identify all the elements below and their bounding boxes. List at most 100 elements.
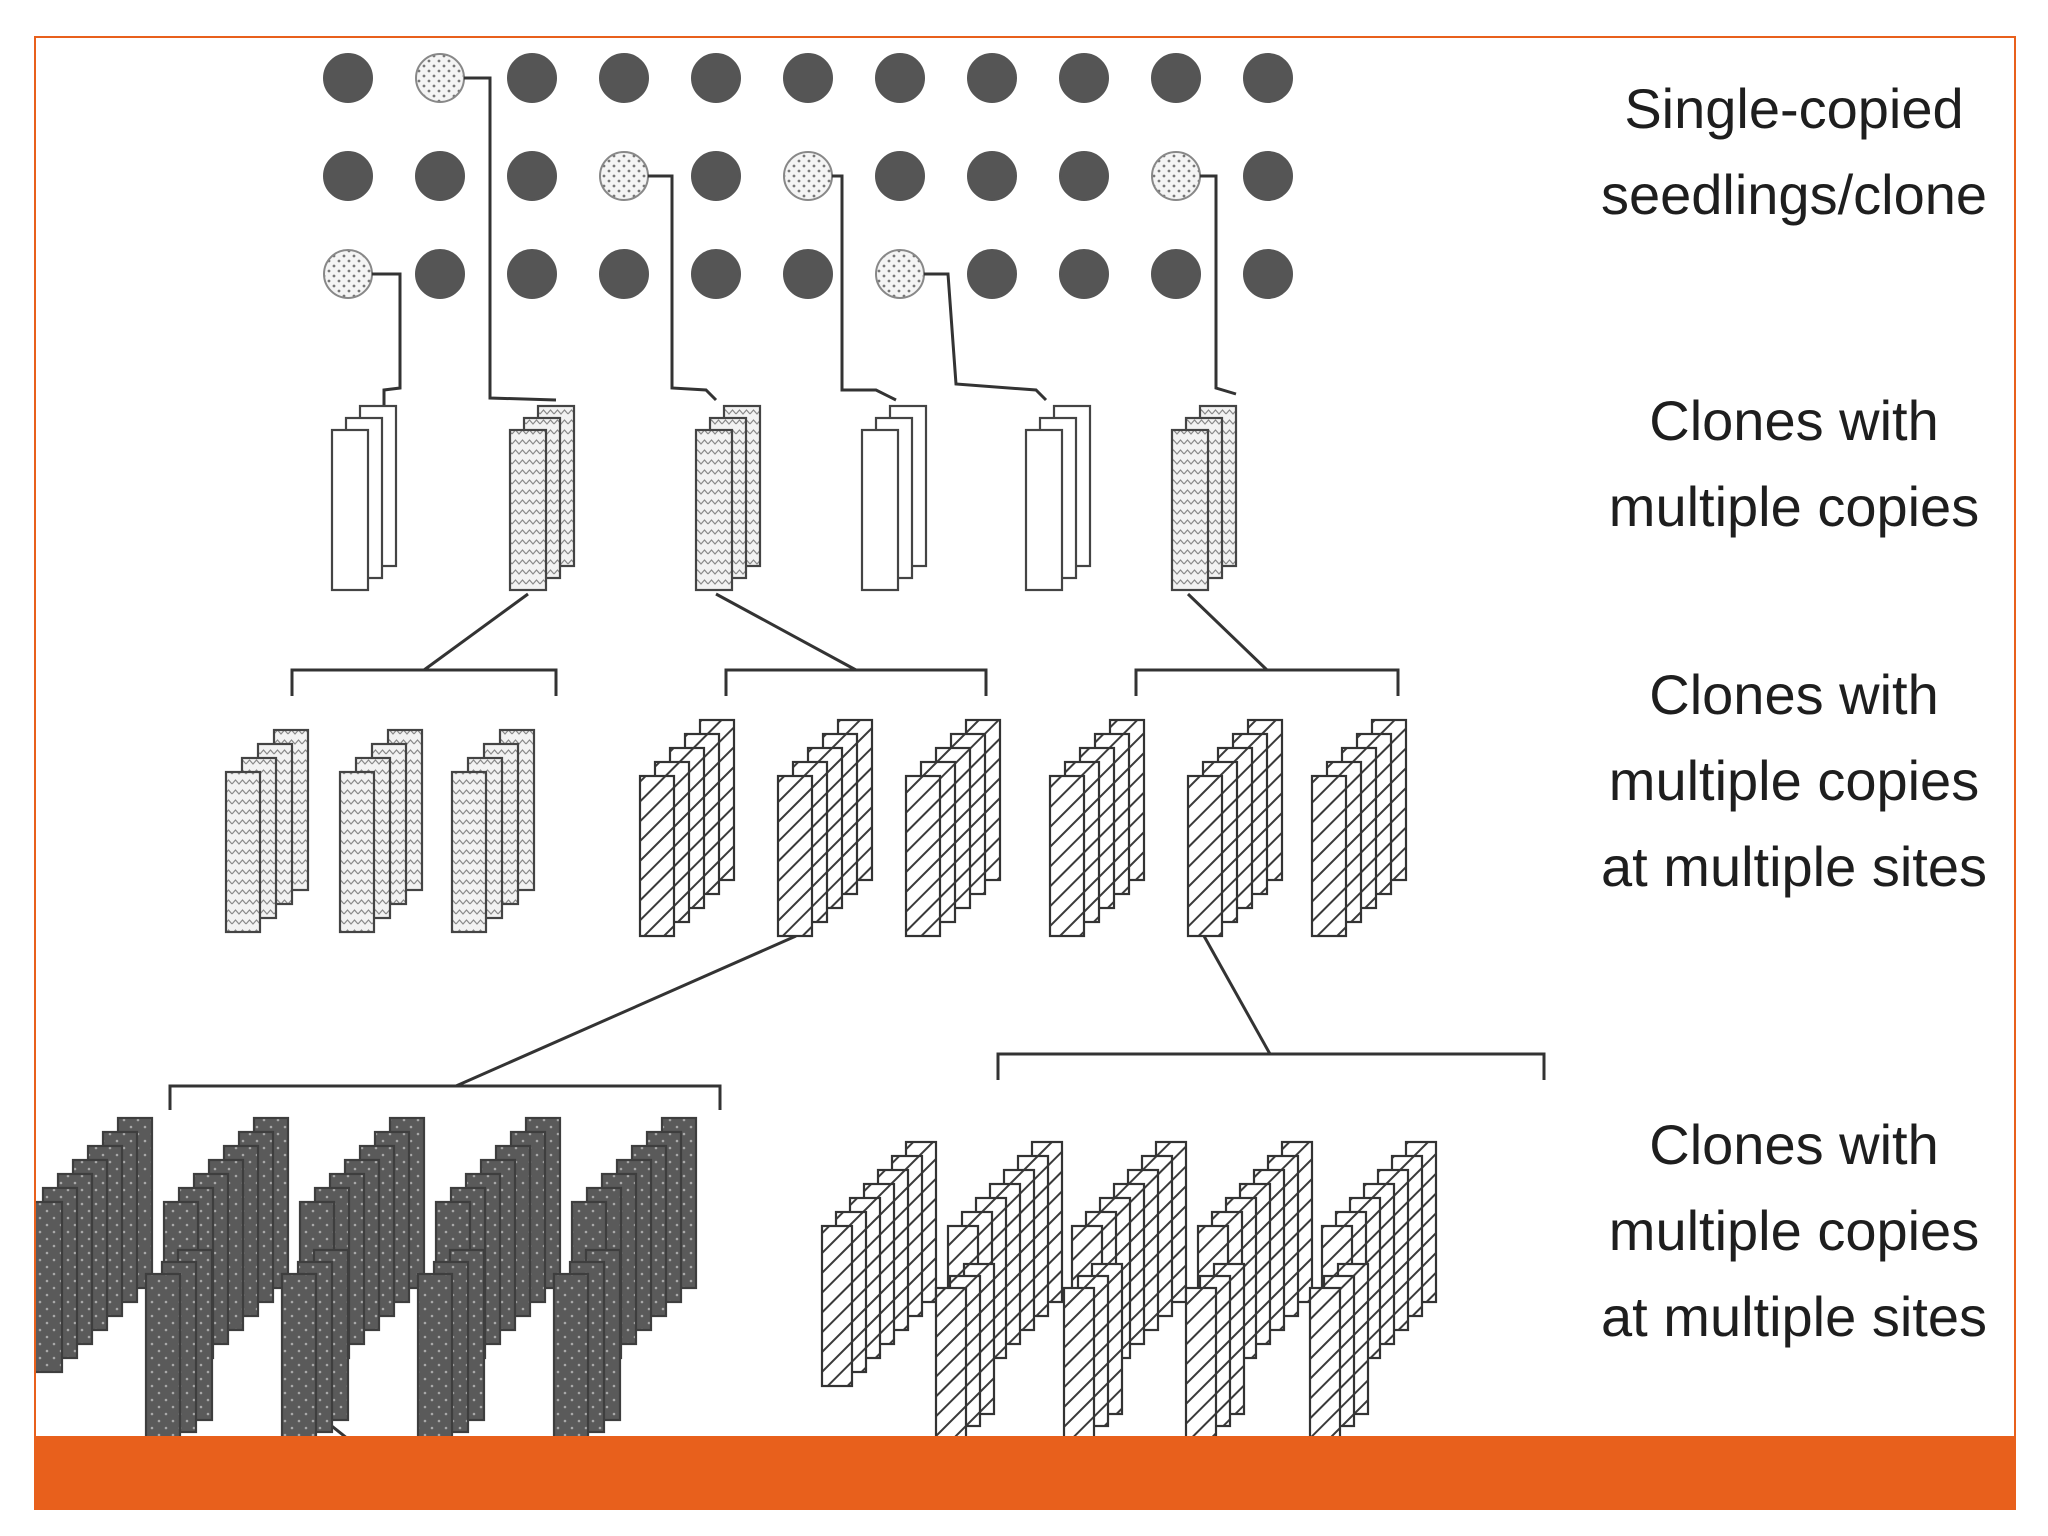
seedling <box>1151 249 1201 299</box>
clone-copy <box>1024 428 1064 592</box>
clone-copy <box>416 1272 454 1446</box>
seedling <box>1059 151 1109 201</box>
clone-copy <box>1170 428 1210 592</box>
connector <box>832 174 897 402</box>
label-line: at multiple sites <box>1601 835 1987 898</box>
connector <box>372 272 402 428</box>
clone-stack-wavy <box>338 728 424 934</box>
clone-copy <box>820 1224 854 1388</box>
seedling <box>507 249 557 299</box>
seedling <box>967 53 1017 103</box>
clone-stack-hatched <box>638 718 736 938</box>
connector <box>1202 935 1272 1055</box>
footer-accent-bar <box>36 1436 2014 1508</box>
clone-stack-dark <box>36 1116 154 1374</box>
seedling <box>967 249 1017 299</box>
seedling <box>323 53 373 103</box>
clone-stack-wavy <box>694 404 762 592</box>
bracket <box>724 668 988 696</box>
seedling <box>415 151 465 201</box>
seedling <box>1243 249 1293 299</box>
seedling <box>1243 53 1293 103</box>
seedling <box>507 53 557 103</box>
clone-stack-hatched <box>776 718 874 938</box>
clone-copy <box>1048 774 1086 938</box>
label-line: at multiple sites <box>1601 1285 1987 1348</box>
connector <box>715 592 857 672</box>
clone-stack-hatched <box>904 718 1002 938</box>
seedling-grid <box>323 53 1293 299</box>
clone-copy <box>934 1286 968 1440</box>
clone-stack-dark <box>416 1248 486 1446</box>
connector <box>1186 592 1269 672</box>
clone-copy <box>904 774 942 938</box>
seedling-selected <box>323 249 373 299</box>
seedling <box>415 249 465 299</box>
label-line: Clones with <box>1649 389 1939 452</box>
seedling <box>875 53 925 103</box>
seedling <box>1151 53 1201 103</box>
clone-copy <box>450 770 488 934</box>
clone-stack-hatched <box>1062 1262 1124 1440</box>
clone-stack-hatched <box>934 1262 996 1440</box>
clone-stack-wavy <box>450 728 536 934</box>
clone-stack-hatched <box>1184 1262 1246 1440</box>
seedling <box>1059 249 1109 299</box>
seedling <box>691 151 741 201</box>
label-multiple-copies: Clones with multiple copies <box>1574 378 2014 550</box>
clone-copy <box>36 1200 64 1374</box>
seedling-selected <box>599 151 649 201</box>
label-line: multiple copies <box>1608 749 1980 812</box>
bracket <box>1134 668 1400 696</box>
seedling <box>507 151 557 201</box>
clone-copy <box>860 428 900 592</box>
clone-copy <box>338 770 376 934</box>
connector <box>455 934 797 1088</box>
bracket <box>168 1084 722 1110</box>
connector <box>648 174 718 402</box>
clone-stack-dark <box>280 1248 350 1446</box>
seedling <box>1243 151 1293 201</box>
clone-copy <box>1184 1286 1218 1440</box>
clone-copy <box>1062 1286 1096 1440</box>
clone-stack-plain <box>330 404 398 592</box>
bracket <box>996 1052 1546 1080</box>
label-multiple-sites: Clones with multiple copies at multiple … <box>1574 652 2014 910</box>
label-line: multiple copies <box>1608 475 1980 538</box>
label-single-copied: Single-copied seedlings/clone <box>1574 66 2014 238</box>
seedling <box>691 249 741 299</box>
label-line: seedlings/clone <box>1600 163 1988 226</box>
clone-copy <box>330 428 370 592</box>
seedling <box>875 151 925 201</box>
bracket <box>290 668 558 696</box>
clone-copy <box>552 1272 590 1446</box>
seedling <box>691 53 741 103</box>
clone-stack-wavy <box>508 404 576 592</box>
clone-copy <box>144 1272 182 1446</box>
label-line: Clones with <box>1649 663 1939 726</box>
clone-copy <box>694 428 734 592</box>
label-line: multiple copies <box>1608 1199 1980 1262</box>
seedling-selected <box>783 151 833 201</box>
clone-copy <box>508 428 548 592</box>
clone-stacks <box>36 404 1438 1446</box>
seedling <box>599 53 649 103</box>
clone-copy <box>224 770 262 934</box>
figure-frame: Single-copied seedlings/clone Clones wit… <box>34 36 2016 1510</box>
connector <box>924 272 1048 402</box>
clone-stack-hatched <box>1186 718 1284 938</box>
connector-lines <box>168 76 1546 1476</box>
clone-stack-hatched <box>1308 1262 1370 1440</box>
clone-stack-dark <box>144 1248 214 1446</box>
clone-copy <box>1310 774 1348 938</box>
clone-stack-plain <box>860 404 928 592</box>
seedling <box>783 249 833 299</box>
label-line: Clones with <box>1649 1113 1939 1176</box>
clone-copy <box>1308 1286 1342 1440</box>
clone-hierarchy-diagram <box>36 53 1546 1476</box>
seedling-selected <box>1151 151 1201 201</box>
clone-stack-hatched <box>1310 718 1408 938</box>
label-multiple-sites-expanded: Clones with multiple copies at multiple … <box>1574 1102 2014 1360</box>
seedling-selected <box>415 53 465 103</box>
seedling-selected <box>875 249 925 299</box>
